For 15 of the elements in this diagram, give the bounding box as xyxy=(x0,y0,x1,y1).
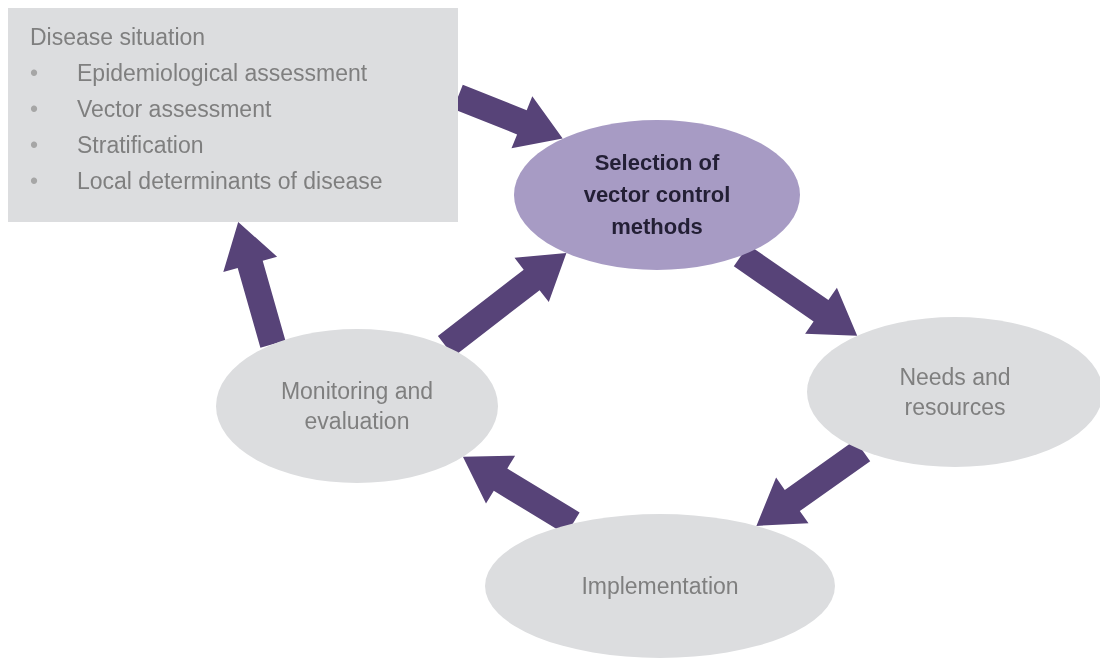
bullet-mark: • xyxy=(30,59,39,88)
bullet-mark: • xyxy=(30,167,39,196)
bullet-mark: • xyxy=(30,95,39,124)
bullet-item: Stratification xyxy=(77,131,204,160)
info-panel xyxy=(8,8,458,222)
panel-heading: Disease situation xyxy=(30,23,207,52)
bullet-item: Epidemiological assessment xyxy=(77,59,368,88)
bullet-item: Vector assessment xyxy=(77,95,272,124)
node-label: Selection of vector control methods xyxy=(582,149,732,241)
bullet-item: Local determinants of disease xyxy=(77,167,383,196)
node-label: Needs and resources xyxy=(898,363,1012,422)
bullet-mark: • xyxy=(30,131,39,160)
block-arrow xyxy=(223,222,286,348)
node-label: Implementation xyxy=(581,572,739,601)
node-label: Monitoring and evaluation xyxy=(279,377,435,436)
